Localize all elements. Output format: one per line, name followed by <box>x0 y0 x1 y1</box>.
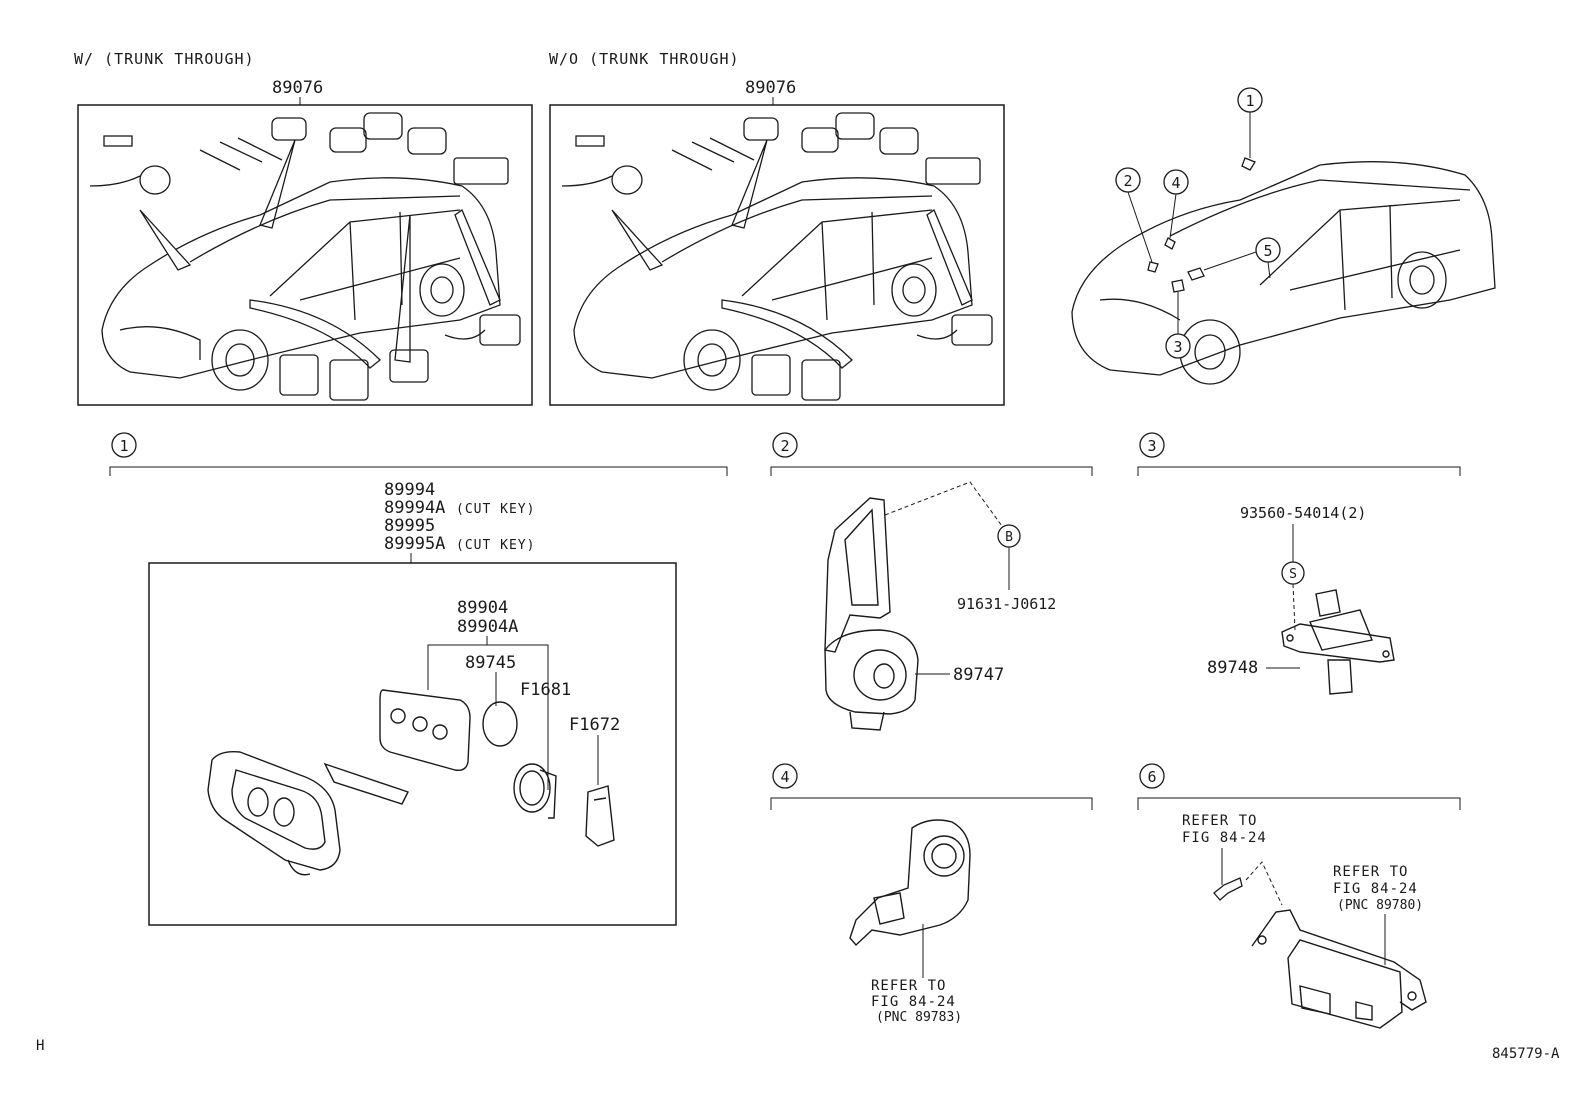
part-f1681: F1681 <box>520 680 571 700</box>
section-6-number: 6 <box>1147 768 1156 786</box>
section-2-number: 2 <box>780 437 789 455</box>
svg-text:3: 3 <box>1173 338 1182 356</box>
svg-text:S: S <box>1289 567 1297 582</box>
car-illustration-wo-trunk <box>561 112 993 401</box>
svg-text:4: 4 <box>1171 174 1180 192</box>
section-4-refer-line-1: REFER TO <box>871 978 946 994</box>
section-6-unit-refer-line-2: FIG 84-24 <box>1333 881 1418 897</box>
section-6: 6 REFER TO FIG 84-24 REFER TO FIG 84-24 … <box>1137 763 1461 1029</box>
key-assembly-frame <box>148 562 677 926</box>
section-6-unit-refer-pnc: (PNC 89780) <box>1337 898 1423 913</box>
overview-callout-3: 3 <box>1165 292 1191 359</box>
bolt-drawing <box>1213 877 1243 901</box>
smart-key-fob-drawing <box>207 689 615 876</box>
svg-text:5: 5 <box>1263 242 1272 260</box>
overview-callout-5: 5 <box>1203 237 1281 279</box>
overview-callout-1: 1 <box>1237 87 1263 158</box>
section-4-number: 4 <box>780 768 789 786</box>
overview-callout-4: 4 <box>1163 169 1189 239</box>
wo-trunk-title: W/O (TRUNK THROUGH) <box>549 50 740 68</box>
section-4-refer-line-2: FIG 84-24 <box>871 994 956 1010</box>
section-4-badge <box>772 763 798 789</box>
wo-trunk-panel: W/O (TRUNK THROUGH) 89076 <box>549 50 1005 406</box>
car-illustration-w-trunk <box>89 112 521 401</box>
w-trunk-title: W/ (TRUNK THROUGH) <box>74 50 255 68</box>
part-89748: 89748 <box>1207 658 1258 678</box>
ignition-switch-bracket-drawing <box>824 497 919 731</box>
section-6-badge <box>1139 763 1165 789</box>
section-4: 4 REFER TO FIG 84-24 (PNC 89783) <box>770 763 1093 1025</box>
section-6-bolt-refer-line-2: FIG 84-24 <box>1182 830 1267 846</box>
footer-left-mark: H <box>36 1038 44 1054</box>
key-slot-drawing <box>849 819 971 947</box>
steering-lock-ecu-drawing <box>1281 589 1395 695</box>
section-2: 2 B 91631-J0612 89747 <box>770 432 1093 731</box>
svg-text:1: 1 <box>1245 92 1254 110</box>
section-2-badge <box>772 432 798 458</box>
overview-car-illustration <box>1071 157 1496 385</box>
w-trunk-part-number: 89076 <box>272 78 323 98</box>
part-89994a: 89994A <box>384 498 445 518</box>
section-6-bolt-refer-line-1: REFER TO <box>1182 813 1257 829</box>
figure-reference-number: 845779-A <box>1492 1046 1560 1062</box>
part-89904: 89904 <box>457 598 508 618</box>
wo-trunk-frame <box>549 104 1005 406</box>
part-89995a: 89995A <box>384 534 445 554</box>
section-1-number: 1 <box>119 437 128 455</box>
part-89904a: 89904A <box>457 617 518 637</box>
overview-car-panel: 1 2 4 5 3 <box>1071 87 1496 385</box>
part-89747: 89747 <box>953 665 1004 685</box>
svg-text:B: B <box>1005 530 1013 545</box>
control-unit-drawing <box>1251 909 1427 1029</box>
section-4-refer-pnc: (PNC 89783) <box>876 1010 962 1025</box>
svg-text:2: 2 <box>1123 172 1132 190</box>
bolt-93560-54014: 93560-54014(2) <box>1240 504 1366 522</box>
w-trunk-panel: W/ (TRUNK THROUGH) 89076 <box>74 50 533 406</box>
wo-trunk-part-number: 89076 <box>745 78 796 98</box>
part-f1672: F1672 <box>569 715 620 735</box>
note-cut-key-1: (CUT KEY) <box>456 502 535 517</box>
section-3-number: 3 <box>1147 437 1156 455</box>
part-89995: 89995 <box>384 516 435 536</box>
section-3: 3 93560-54014(2) S 89748 <box>1137 432 1461 695</box>
note-cut-key-2: (CUT KEY) <box>456 538 535 553</box>
section-1-badge <box>111 432 137 458</box>
part-89994: 89994 <box>384 480 435 500</box>
section-6-unit-refer-line-1: REFER TO <box>1333 864 1408 880</box>
part-89745: 89745 <box>465 653 516 673</box>
section-1: 1 89994 89994A (CUT KEY) 89995 89995A (C… <box>109 432 728 926</box>
w-trunk-frame <box>77 104 533 406</box>
bolt-91631-j0612: 91631-J0612 <box>957 595 1056 613</box>
overview-callout-2: 2 <box>1115 167 1153 263</box>
section-3-badge <box>1139 432 1165 458</box>
